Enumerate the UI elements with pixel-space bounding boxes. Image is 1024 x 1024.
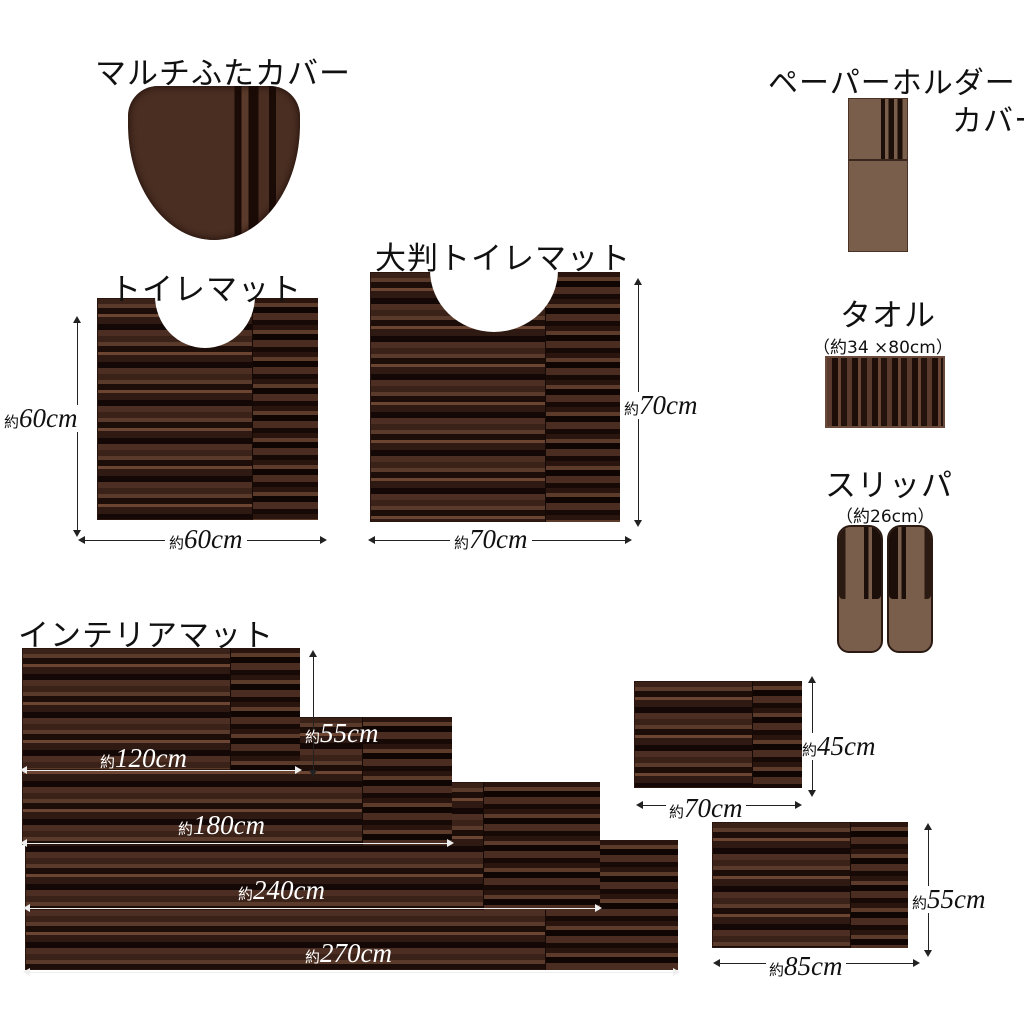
- slipper-image: [835, 525, 935, 655]
- slipper-size: （約26cm）: [836, 507, 935, 527]
- dimension-value: 240cm: [253, 875, 325, 905]
- medium-mat-width-label: 約85cm: [766, 953, 846, 980]
- interior-mat-180-image: [22, 717, 452, 845]
- small-mat-width-label: 約70cm: [666, 795, 746, 822]
- mat-240-width-arrow: [23, 904, 602, 912]
- large-toilet-mat-title: 大判トイレマット: [375, 241, 631, 277]
- large-toilet-mat-width-label: 約70cm: [450, 526, 532, 553]
- dimension-value: 60cm: [184, 524, 243, 554]
- interior-mat-title: インテリアマット: [18, 618, 274, 654]
- mat-240-width-label: 約240cm: [238, 877, 325, 904]
- approx-prefix: 約: [802, 741, 818, 759]
- small-mat-height-label: 約45cm: [802, 733, 876, 760]
- approx-prefix: 約: [669, 803, 685, 821]
- approx-prefix: 約: [305, 948, 321, 966]
- dimension-value: 85cm: [784, 951, 843, 981]
- approx-prefix: 約: [305, 728, 321, 746]
- paper-holder-title-line1: ペーパーホルダー: [768, 66, 1016, 101]
- dimension-value: 70cm: [684, 793, 743, 823]
- medium-mat-image: [712, 822, 908, 948]
- dimension-value: 270cm: [320, 938, 392, 968]
- lid-cover-image: [128, 86, 300, 240]
- dimension-value: 55cm: [320, 718, 379, 748]
- dimension-value: 70cm: [469, 524, 528, 554]
- dimension-value: 55cm: [927, 884, 986, 914]
- towel-title: タオル: [840, 298, 936, 334]
- small-mat-image: [634, 681, 802, 788]
- mat-270-width-label: 約270cm: [305, 940, 392, 967]
- large-toilet-mat-height-label: 約70cm: [624, 392, 698, 419]
- approx-prefix: 約: [169, 534, 185, 552]
- dimension-value: 60cm: [19, 403, 78, 433]
- medium-mat-height-label: 約55cm: [912, 886, 986, 913]
- approx-prefix: 約: [769, 961, 785, 979]
- dimension-value: 120cm: [115, 743, 187, 773]
- toilet-mat-height-arrow: [73, 316, 81, 537]
- mat-120-width-arrow: [20, 766, 302, 774]
- mat-180-width-label: 約180cm: [178, 812, 265, 839]
- toilet-mat-width-label: 約60cm: [165, 526, 247, 553]
- towel-image: [825, 356, 945, 428]
- large-toilet-mat-image: [370, 270, 620, 522]
- towel-size: （約34 ×80cm）: [813, 338, 953, 358]
- paper-holder-title-line2: カバー: [952, 104, 1024, 139]
- approx-prefix: 約: [100, 753, 116, 771]
- toilet-mat-image: [97, 296, 318, 520]
- paper-holder-image: [848, 98, 908, 252]
- approx-prefix: 約: [912, 894, 928, 912]
- toilet-mat-title: トイレマット: [110, 272, 302, 308]
- approx-prefix: 約: [178, 820, 194, 838]
- approx-prefix: 約: [624, 400, 640, 418]
- approx-prefix: 約: [4, 413, 20, 431]
- interior-mat-height-label: 約55cm: [305, 720, 379, 747]
- lid-cover-title: マルチふたカバー: [95, 56, 351, 92]
- mat-180-width-arrow: [20, 839, 454, 847]
- dimension-value: 70cm: [639, 390, 698, 420]
- approx-prefix: 約: [238, 885, 254, 903]
- dimension-value: 180cm: [193, 810, 265, 840]
- approx-prefix: 約: [454, 534, 470, 552]
- mat-120-width-label: 約120cm: [100, 745, 187, 772]
- dimension-value: 45cm: [817, 731, 876, 761]
- interior-mat-120-image: [22, 648, 300, 770]
- interior-mat-height-arrow: [309, 650, 317, 777]
- mat-270-width-arrow: [23, 968, 680, 976]
- toilet-mat-height-label: 約60cm: [4, 405, 78, 432]
- slipper-title: スリッパ: [825, 468, 953, 504]
